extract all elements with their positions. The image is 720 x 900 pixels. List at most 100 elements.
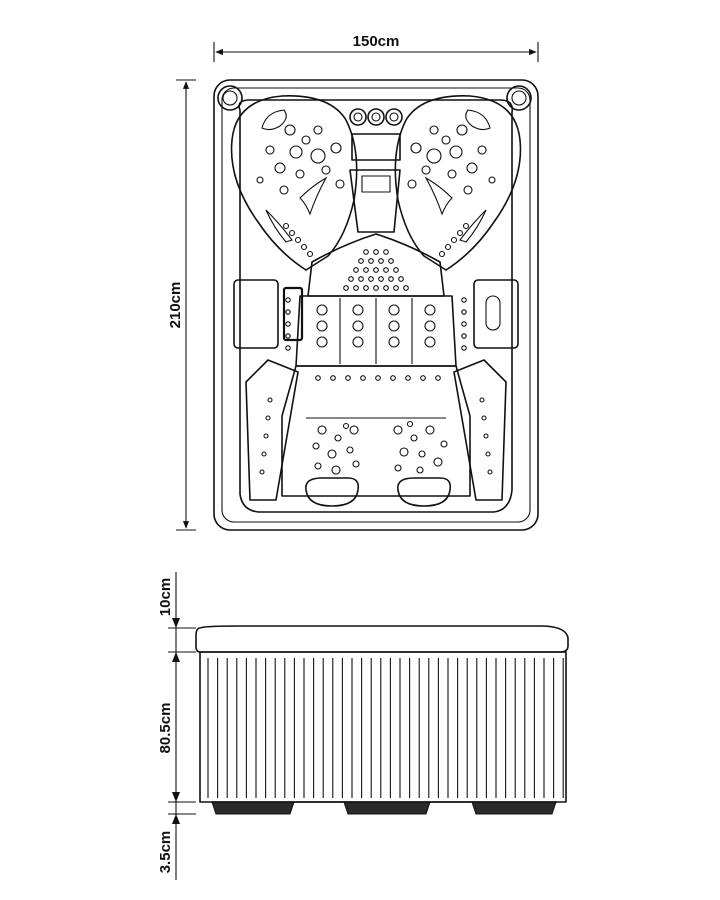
jet (394, 464, 402, 472)
jet (420, 375, 426, 381)
jet (353, 267, 359, 273)
jet (348, 276, 354, 282)
jet (363, 267, 369, 273)
jet (352, 304, 364, 316)
jet (456, 229, 464, 237)
jet (263, 433, 269, 439)
jet (378, 276, 384, 282)
jet (456, 124, 468, 136)
jet (398, 276, 404, 282)
jet (282, 222, 290, 230)
control-knobs (349, 108, 403, 126)
jet (352, 460, 360, 468)
jet (330, 375, 336, 381)
jet (373, 249, 379, 255)
jet (343, 285, 349, 291)
jet (485, 451, 491, 457)
jet (441, 135, 451, 145)
jet (388, 336, 400, 348)
jet (265, 415, 271, 421)
jet (265, 145, 275, 155)
jet (360, 375, 366, 381)
jet (285, 321, 291, 327)
jet (447, 169, 457, 179)
jet (313, 125, 323, 135)
jet (390, 375, 396, 381)
jet (466, 162, 478, 174)
base-height-label: 3.5cm (157, 831, 174, 874)
jet (479, 397, 485, 403)
jet (288, 229, 296, 237)
jet (306, 250, 314, 258)
jet (261, 451, 267, 457)
jet (388, 276, 394, 282)
jet (373, 267, 379, 273)
jet (488, 176, 496, 184)
jet (267, 397, 273, 403)
jet (435, 375, 441, 381)
jet (463, 185, 473, 195)
jet (393, 285, 399, 291)
jet (358, 258, 364, 264)
jet (335, 179, 345, 189)
jet (259, 469, 265, 475)
jet (416, 466, 424, 474)
jet (368, 258, 374, 264)
jet (444, 243, 452, 251)
jet (383, 249, 389, 255)
jet (378, 258, 384, 264)
jet-pattern (256, 124, 496, 475)
jet (279, 185, 289, 195)
length-dimension: 210cm (167, 79, 196, 531)
jet (368, 276, 374, 282)
jet (317, 425, 327, 435)
jet (363, 249, 369, 255)
jet (294, 236, 302, 244)
jet (410, 434, 418, 442)
jet (406, 420, 414, 428)
length-label: 210cm (167, 282, 184, 329)
jet (426, 148, 442, 164)
lounger-left (230, 95, 358, 271)
jet (424, 304, 436, 316)
spa-side-view (195, 625, 569, 815)
jet (440, 440, 448, 448)
jet (425, 425, 435, 435)
jet (483, 433, 489, 439)
jet (330, 142, 342, 154)
jet (310, 148, 326, 164)
jet (388, 320, 400, 332)
jet (331, 465, 341, 475)
jet (383, 267, 389, 273)
jet (449, 145, 463, 159)
jet (383, 285, 389, 291)
cabinet-panels (207, 658, 564, 798)
jet (429, 125, 439, 135)
jet (285, 297, 291, 303)
jet (461, 321, 467, 327)
jet (316, 304, 328, 316)
jet (285, 333, 291, 339)
jet (487, 469, 493, 475)
jet (352, 336, 364, 348)
jet (424, 320, 436, 332)
jet (461, 345, 467, 351)
jet (388, 258, 394, 264)
jet (358, 276, 364, 282)
jet (393, 267, 399, 273)
jet (353, 285, 359, 291)
jet (285, 309, 291, 315)
jet (301, 135, 311, 145)
jet (316, 336, 328, 348)
jet (424, 336, 436, 348)
jet (481, 415, 487, 421)
jet (418, 450, 426, 458)
jet (438, 250, 446, 258)
jet (342, 422, 350, 430)
jet (256, 176, 264, 184)
jet (403, 285, 409, 291)
jet (450, 236, 458, 244)
jet (405, 375, 411, 381)
jet (461, 297, 467, 303)
